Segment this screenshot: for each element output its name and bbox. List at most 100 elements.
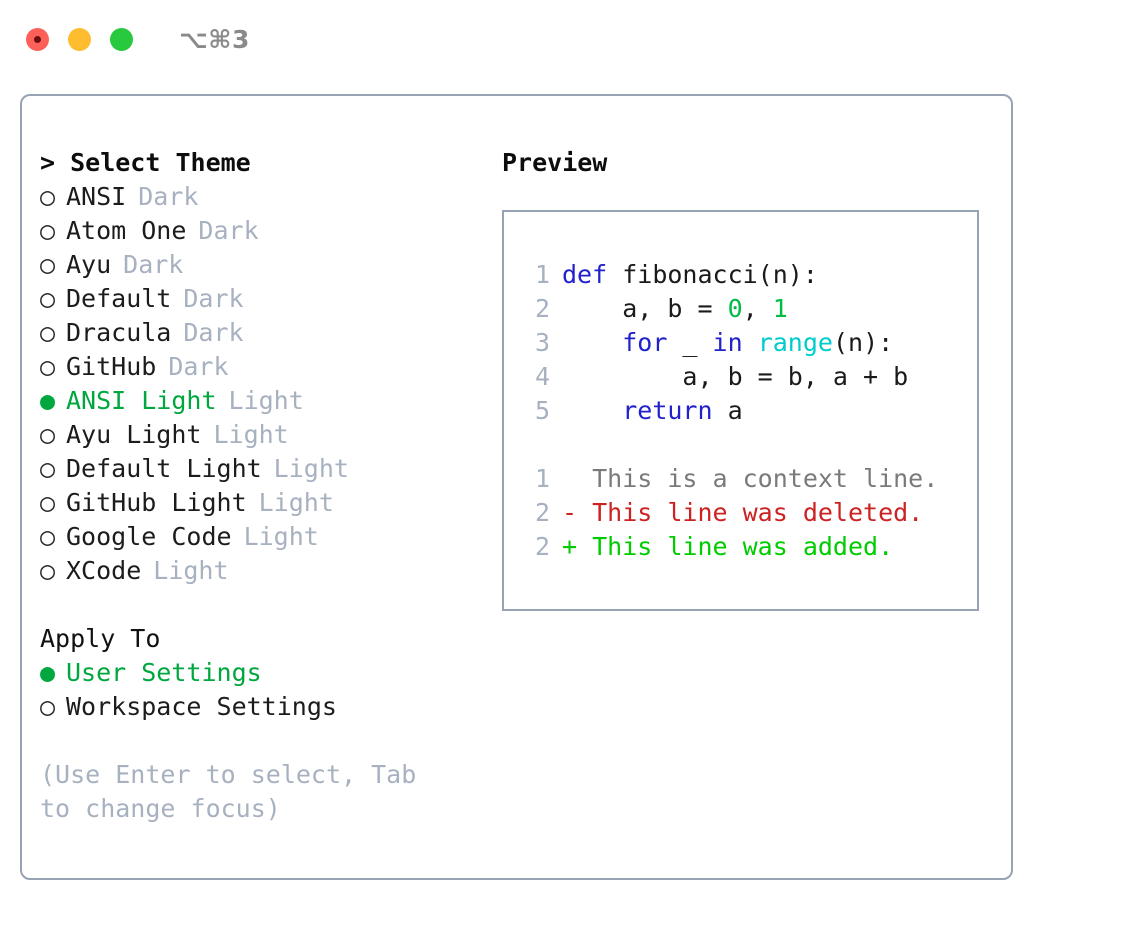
theme-option-label: ANSI Light [66, 386, 217, 415]
traffic-light-group [26, 27, 133, 51]
diff-line-number: 1 [534, 464, 550, 493]
theme-option-tag: Light [243, 522, 319, 551]
theme-option-tag: Light [153, 556, 229, 585]
code-token-num: 1 [772, 294, 788, 323]
radio-unselected-icon: ○ [40, 488, 56, 517]
code-line-content: def fibonacci(n): [562, 258, 818, 292]
minimize-window-button[interactable] [68, 27, 91, 51]
theme-option-tag: Light [213, 420, 289, 449]
apply-to-option-label: User Settings [66, 658, 262, 687]
code-token-plain: a [712, 396, 743, 425]
theme-option-google-code[interactable]: ○ Google Code Light [40, 520, 480, 554]
code-token-plain [562, 328, 622, 357]
diff-line-content: + This line was added. [562, 532, 894, 561]
code-token-plain [562, 396, 622, 425]
code-line-number: 4 [534, 362, 550, 391]
diff-line-content: This is a context line. [562, 464, 939, 493]
theme-option-dracula[interactable]: ○ Dracula Dark [40, 316, 480, 350]
code-token-kw: return [622, 396, 713, 425]
radio-unselected-icon: ○ [40, 522, 56, 551]
theme-list-header: > Select Theme [40, 148, 251, 177]
maximize-window-button[interactable] [110, 27, 133, 51]
theme-option-tag: Dark [138, 182, 199, 211]
theme-option-label: GitHub [66, 352, 157, 381]
code-token-plain: fibonacci(n): [622, 260, 818, 289]
radio-selected-icon: ● [40, 658, 56, 687]
apply-to-option-label: Workspace Settings [66, 692, 337, 721]
diff-line-number: 2 [534, 532, 550, 561]
theme-option-label: Atom One [66, 216, 187, 245]
diff-sample: 1 This is a context line.2- This line wa… [522, 462, 977, 564]
theme-option-label: Dracula [66, 318, 172, 347]
code-line: 4 a, b = b, a + b [522, 360, 977, 394]
code-token-plain: (n): [832, 328, 894, 357]
theme-option-tag: Dark [183, 318, 244, 347]
code-diff-spacer [522, 428, 977, 462]
theme-option-label: GitHub Light [66, 488, 247, 517]
code-line: 3 for _ in range(n): [522, 326, 977, 360]
code-token-plain [743, 328, 758, 357]
code-token-plain: _ [667, 328, 713, 357]
theme-option-tag: Dark [183, 284, 244, 313]
code-token-num: 0 [727, 294, 743, 323]
code-line-number: 2 [534, 294, 550, 323]
code-line-content: for _ in range(n): [562, 326, 893, 360]
window-title: ⌥⌘3 [179, 24, 250, 54]
radio-unselected-icon: ○ [40, 420, 56, 449]
diff-line-context: 1 This is a context line. [522, 462, 977, 496]
radio-unselected-icon: ○ [40, 454, 56, 483]
radio-unselected-icon: ○ [40, 692, 56, 721]
code-token-fn: range [757, 328, 833, 357]
code-token-kw: in [712, 328, 743, 357]
theme-option-ansi[interactable]: ○ ANSI Dark [40, 180, 480, 214]
preview-header: Preview [502, 148, 608, 177]
code-line-number: 1 [534, 260, 550, 289]
code-line: 1 def fibonacci(n): [522, 258, 977, 292]
radio-selected-icon: ● [40, 386, 56, 415]
apply-to-option-workspace-settings[interactable]: ○ Workspace Settings [40, 690, 480, 724]
theme-option-tag: Dark [123, 250, 184, 279]
theme-option-label: XCode [66, 556, 142, 585]
theme-option-tag: Light [273, 454, 349, 483]
section-spacer [40, 588, 480, 622]
code-token-kw: def [562, 260, 623, 289]
theme-option-label: Default [66, 284, 172, 313]
diff-line-content: - This line was deleted. [562, 498, 924, 527]
code-line-content: a, b = b, a + b [562, 360, 908, 394]
theme-option-default-light[interactable]: ○ Default Light Light [40, 452, 480, 486]
code-token-plain: a, b = [562, 294, 728, 323]
apply-to-option-list: ● User Settings ○ Workspace Settings [40, 656, 480, 724]
radio-unselected-icon: ○ [40, 250, 56, 279]
apply-to-option-user-settings[interactable]: ● User Settings [40, 656, 480, 690]
radio-unselected-icon: ○ [40, 182, 56, 211]
code-line-number: 3 [534, 328, 550, 357]
theme-option-tag: Dark [168, 352, 229, 381]
close-window-button[interactable] [26, 27, 49, 51]
theme-option-label: Google Code [66, 522, 232, 551]
code-line-content: return a [562, 394, 743, 428]
keyboard-hint-text: (Use Enter to select, Tab to change focu… [40, 760, 417, 823]
theme-option-label: ANSI [66, 182, 127, 211]
diff-line-number: 2 [534, 498, 550, 527]
code-token-kw: for [622, 328, 668, 357]
radio-unselected-icon: ○ [40, 216, 56, 245]
code-line-number: 5 [534, 396, 550, 425]
code-line-content: a, b = 0, 1 [562, 292, 788, 326]
diff-line-added: 2 + This line was added. [522, 530, 977, 564]
code-token-plain: a, b = b, a + b [562, 362, 909, 391]
theme-option-label: Default Light [66, 454, 262, 483]
radio-unselected-icon: ○ [40, 318, 56, 347]
code-line: 5 return a [522, 394, 977, 428]
